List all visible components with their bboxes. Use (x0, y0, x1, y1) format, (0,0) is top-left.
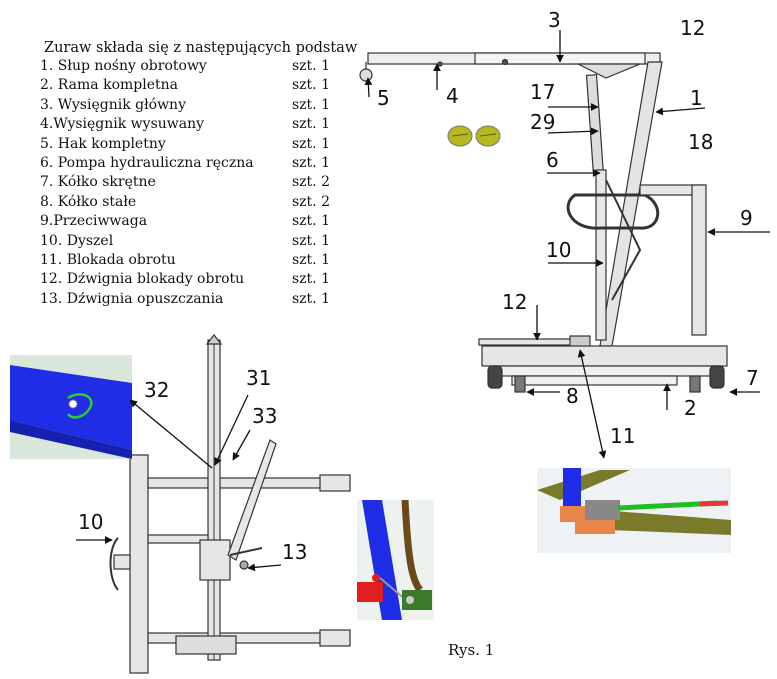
parts-list-row: 1. Słup nośny obrotowy szt. 1 (40, 57, 330, 76)
leader-lines (76, 30, 770, 572)
tiller-top-view (109, 537, 119, 591)
boom-bracket (577, 63, 641, 79)
part-name: 12. Dźwignia blokady obrotu (40, 271, 245, 288)
part-quantity: szt. 1 (292, 77, 330, 94)
leader-11 (577, 349, 607, 459)
callout-31: 31 (246, 366, 272, 390)
part-quantity: szt. 1 (292, 252, 330, 268)
callout-32: 32 (144, 378, 170, 402)
part-quantity: szt. 1 (292, 116, 330, 133)
pillar (599, 61, 663, 347)
counterweight-top (129, 454, 149, 674)
swivel-wheel-right (709, 365, 725, 389)
callout-7: 7 (746, 366, 759, 390)
parts-list-row: 10. Dyszel szt. 1 (40, 232, 330, 251)
part-name: 4.Wysięgnik wysuwany (40, 116, 205, 133)
swivel-wheel-left (487, 365, 503, 389)
lowering-lever-top (227, 439, 277, 561)
callout-18: 18 (688, 130, 714, 154)
part-quantity: szt. 1 (292, 96, 330, 113)
part-quantity: szt. 1 (292, 155, 330, 171)
part-quantity: szt. 1 (292, 213, 330, 230)
part-quantity: szt. 1 (292, 58, 330, 74)
part-quantity: szt. 1 (292, 232, 330, 249)
part-name: 2. Rama kompletna (40, 77, 178, 94)
parts-list-row: 6. Pompa hydrauliczna ręczna szt. 1 (40, 154, 330, 173)
callout-3: 3 (548, 8, 561, 32)
figure-caption: Rys. 1 (448, 641, 495, 659)
crane-top-view (109, 334, 351, 674)
callout-33: 33 (252, 404, 278, 428)
part-name: 10. Dyszel (40, 232, 114, 249)
callout-5: 5 (377, 86, 390, 110)
pump-handle (566, 193, 660, 230)
parts-list-row: 11. Blokada obrotu szt. 1 (40, 251, 330, 270)
counterweight (691, 184, 707, 336)
part-quantity: szt. 2 (292, 193, 330, 210)
frame-leg-top (147, 477, 349, 489)
detail-pin (10, 355, 132, 459)
part-name: 13. Dźwignia opuszczania (40, 290, 224, 307)
part-quantity: szt. 2 (292, 174, 330, 191)
fixed-wheel-left (514, 375, 526, 393)
callout-4: 4 (446, 84, 459, 108)
part-name: 7. Kółko skrętne (40, 174, 156, 191)
detail-valve (357, 499, 434, 620)
parts-list-row: 2. Rama kompletna szt. 1 (40, 76, 330, 95)
part-name: 3. Wysięgnik główny (40, 96, 186, 113)
callout-12-top: 12 (680, 16, 706, 40)
part-name: 1. Słup nośny obrotowy (40, 58, 207, 74)
leader-32 (129, 399, 213, 469)
leader-1 (655, 107, 706, 116)
pump-body (595, 169, 607, 341)
part-quantity: szt. 1 (292, 290, 330, 307)
leader-5 (364, 77, 373, 98)
parts-list-row: 4.Wysięgnik wysuwany szt. 1 (40, 115, 330, 134)
part-name: 5. Hak kompletny (40, 135, 166, 152)
part-name: 6. Pompa hydrauliczna ręczna (40, 155, 254, 171)
weight-discs (447, 125, 501, 147)
callout-9: 9 (740, 206, 753, 230)
callout-10-top: 10 (78, 510, 104, 534)
callout-1: 1 (690, 86, 703, 110)
callout-8: 8 (566, 384, 579, 408)
parts-list-row: 13. Dźwignia opuszczania szt. 1 (40, 290, 330, 309)
leader-13 (247, 563, 282, 572)
callout-13: 13 (282, 540, 308, 564)
parts-list-row: 12. Dźwignia blokady obrotu szt. 1 (40, 270, 330, 289)
parts-list-row: 7. Kółko skrętne szt. 2 (40, 173, 330, 192)
parts-list-row: 5. Hak kompletny szt. 1 (40, 135, 330, 154)
leader-31 (214, 394, 249, 466)
callout-17: 17 (530, 80, 556, 104)
parts-list-row: 8. Kółko stałe szt. 2 (40, 193, 330, 212)
callout-6: 6 (546, 148, 559, 172)
parts-list-title: Żuraw składa się z następujących podstaw (44, 40, 358, 56)
callout-11: 11 (610, 424, 636, 448)
hydraulic-ram (585, 74, 605, 176)
callout-10-side: 10 (546, 238, 572, 262)
part-name: 8. Kółko stałe (40, 193, 137, 210)
part-quantity: szt. 1 (292, 135, 330, 152)
callout-2: 2 (684, 396, 697, 420)
part-name: 9.Przeciwwaga (40, 213, 148, 230)
callout-29: 29 (530, 110, 556, 134)
callout-12-lever: 12 (502, 290, 528, 314)
leader-33 (232, 429, 251, 461)
leader-29 (547, 127, 599, 136)
parts-list-row: 3. Wysięgnik główny szt. 1 (40, 96, 330, 115)
part-name: 11. Blokada obrotu (40, 252, 176, 268)
parts-list-row: 9.Przeciwwaga szt. 1 (40, 212, 330, 231)
fixed-wheel-right (689, 375, 701, 393)
detail-rotation-lock (537, 468, 731, 553)
base-frame (481, 345, 728, 367)
part-quantity: szt. 1 (292, 271, 330, 288)
